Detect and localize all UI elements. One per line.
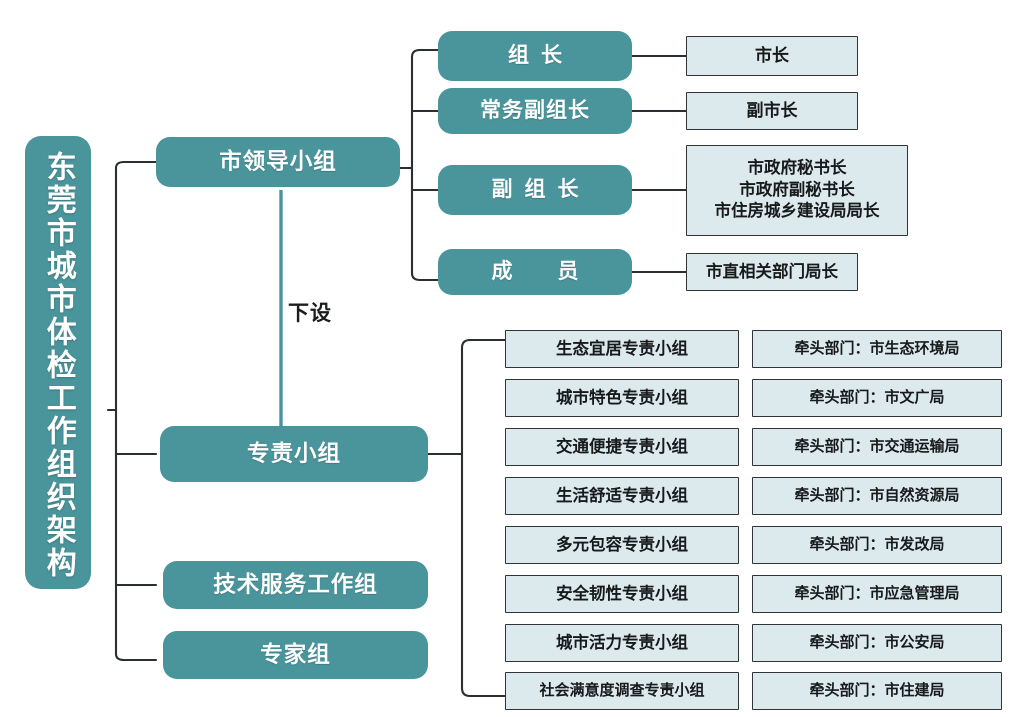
lead-department: 牵头部门：市应急管理局 [752,575,1002,613]
root-node[interactable]: 东莞市城市体检工作组织架构 [25,136,91,589]
role-label: 常务副组长 [480,98,590,122]
task-group-label: 社会满意度调查专责小组 [539,681,705,699]
detail-line: 市长 [755,46,789,66]
role-detail-members: 市直相关部门局长 [686,253,858,291]
lead-department-label: 牵头部门：市应急管理局 [794,584,960,602]
lead-department: 牵头部门：市住建局 [752,672,1002,710]
detail-line: 市政府秘书长 [747,159,847,178]
lead-department-label: 牵头部门：市住建局 [809,681,945,699]
lead-department: 牵头部门：市文广局 [752,379,1002,417]
task-group-name: 城市活力专责小组 [505,624,739,662]
lead-department: 牵头部门：市公安局 [752,624,1002,662]
role-detail-executive-deputy-leader: 副市长 [686,92,858,130]
detail-line: 副市长 [746,101,798,121]
lead-department-label: 牵头部门：市发改局 [809,535,945,553]
role-node-executive-deputy-leader[interactable]: 常务副组长 [438,88,632,134]
role-node-group-leader[interactable]: 组长 [438,31,632,81]
role-detail-group-leader: 市长 [686,36,858,76]
xiashe-label: 下设 [288,302,332,325]
task-group-label: 城市特色专责小组 [556,388,688,407]
lead-department-label: 牵头部门：市自然资源局 [794,486,960,504]
lead-department: 牵头部门：市交通运输局 [752,428,1002,466]
branch-task-groups[interactable]: 专责小组 [160,426,428,482]
lead-department: 牵头部门：市自然资源局 [752,477,1002,515]
root-label: 东莞市城市体检工作组织架构 [41,151,75,580]
lead-department: 牵头部门：市生态环境局 [752,330,1002,368]
branch-label: 市领导小组 [219,148,337,174]
lead-department-label: 牵头部门：市文广局 [809,388,945,406]
detail-line: 市住房城乡建设局局长 [714,202,880,221]
task-group-name: 社会满意度调查专责小组 [505,672,739,710]
branch-technical-service-group[interactable]: 技术服务工作组 [163,561,428,609]
task-group-label: 生态宜居专责小组 [556,339,688,358]
lead-department-label: 牵头部门：市交通运输局 [794,437,960,455]
branch-expert-group[interactable]: 专家组 [163,631,428,679]
task-group-name: 安全韧性专责小组 [505,575,739,613]
task-group-label: 安全韧性专责小组 [556,584,688,603]
branch-label: 专家组 [260,641,331,667]
role-node-members[interactable]: 成 员 [438,249,632,295]
branch-city-leading-group[interactable]: 市领导小组 [156,137,400,187]
lead-department-label: 牵头部门：市生态环境局 [794,339,960,357]
xiashe-arrow [273,190,289,444]
task-group-label: 生活舒适专责小组 [556,486,688,505]
task-group-label: 多元包容专责小组 [556,535,688,554]
detail-line: 市直相关部门局长 [706,262,838,281]
branch-label: 专责小组 [246,440,341,466]
task-group-name: 城市特色专责小组 [505,379,739,417]
role-label: 组长 [508,43,574,67]
task-group-name: 多元包容专责小组 [505,526,739,564]
lead-department-label: 牵头部门：市公安局 [809,633,945,651]
role-label: 副组长 [491,177,591,201]
task-group-name: 生活舒适专责小组 [505,477,739,515]
task-group-name: 交通便捷专责小组 [505,428,739,466]
role-label: 成 员 [491,259,591,283]
role-detail-deputy-leader: 市政府秘书长 市政府副秘书长 市住房城乡建设局局长 [686,145,908,236]
role-node-deputy-leader[interactable]: 副组长 [438,165,632,215]
task-group-label: 交通便捷专责小组 [556,437,688,456]
lead-department: 牵头部门：市发改局 [752,526,1002,564]
detail-line: 市政府副秘书长 [739,180,855,199]
branch-label: 技术服务工作组 [213,571,378,597]
task-group-label: 城市活力专责小组 [556,633,688,652]
task-group-name: 生态宜居专责小组 [505,330,739,368]
